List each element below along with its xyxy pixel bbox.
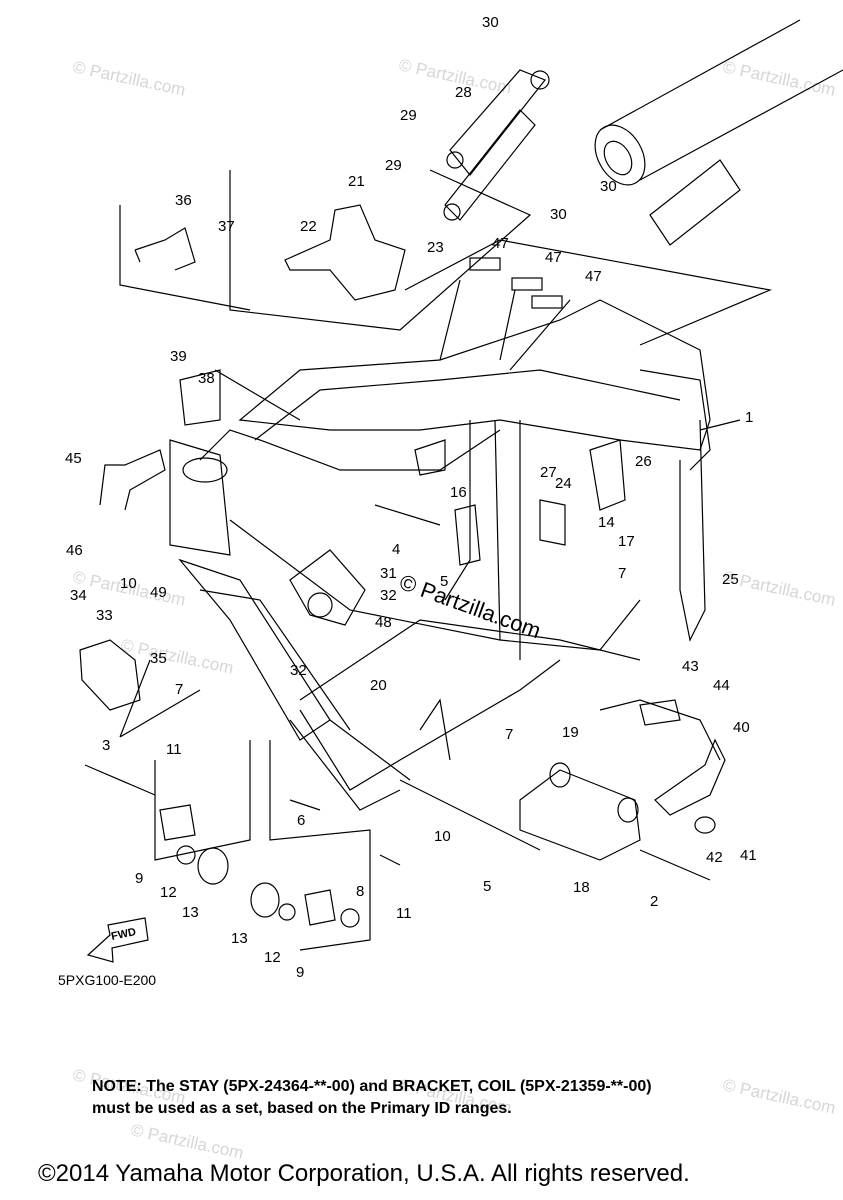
center-watermark: © Partzilla.com [396, 569, 544, 643]
callout-number: 44 [713, 677, 730, 694]
callout-number: 7 [505, 726, 513, 743]
watermark-layer: © Partzilla.com © Partzilla.com © Partzi… [71, 55, 837, 1162]
callout-number: 42 [706, 849, 723, 866]
watermark: © Partzilla.com [71, 57, 187, 99]
callout-number: 25 [722, 571, 739, 588]
callout-number: 3 [102, 737, 110, 754]
fwd-label: FWD [110, 926, 137, 943]
callout-number: 45 [65, 450, 82, 467]
callout-number: 7 [175, 681, 183, 698]
callout-number: 36 [175, 192, 192, 209]
callout-number: 47 [585, 268, 602, 285]
callout-number: 4 [392, 541, 400, 558]
callout-number: 10 [120, 575, 137, 592]
callout-number: 1 [745, 409, 753, 426]
parts-note: NOTE: The STAY (5PX-24364-**-00) and BRA… [92, 1076, 812, 1120]
callout-number: 20 [370, 677, 387, 694]
note-line: must be used as a set, based on the Prim… [92, 1100, 512, 1117]
callout-number: 22 [300, 218, 317, 235]
callout-number: 29 [385, 157, 402, 174]
callout-number: 11 [396, 905, 412, 922]
callout-number: 5 [483, 878, 491, 895]
callout-layer: 30 28 29 29 30 30 21 22 23 36 37 47 47 4… [65, 14, 757, 981]
callout-number: 11 [166, 741, 182, 758]
watermark: © Partzilla.com [721, 57, 837, 99]
callout-number: 47 [492, 235, 509, 252]
callout-number: 13 [231, 930, 248, 947]
callout-number: 13 [182, 904, 199, 921]
callout-number: 35 [150, 650, 167, 667]
callout-number: 7 [618, 565, 626, 582]
callout-number: 30 [550, 206, 567, 223]
callout-number: 26 [635, 453, 652, 470]
callout-number: 5 [440, 573, 448, 590]
callout-number: 9 [135, 870, 143, 887]
callout-number: 38 [198, 370, 215, 387]
callout-number: 6 [297, 812, 305, 829]
callout-number: 32 [290, 662, 307, 679]
callout-number: 40 [733, 719, 750, 736]
callout-number: 30 [600, 178, 617, 195]
callout-number: 12 [264, 949, 281, 966]
callout-number: 47 [545, 249, 562, 266]
callout-number: 43 [682, 658, 699, 675]
callout-number: 27 [540, 464, 557, 481]
callout-number: 32 [380, 587, 397, 604]
callout-number: 30 [482, 14, 499, 31]
callout-number: 48 [375, 614, 392, 631]
diagram-code: 5PXG100-E200 [58, 972, 157, 988]
callout-number: 12 [160, 884, 177, 901]
callout-number: 10 [434, 828, 451, 845]
callout-number: 2 [650, 893, 658, 910]
callout-number: 49 [150, 584, 167, 601]
callout-number: 19 [562, 724, 579, 741]
note-line: NOTE: The STAY (5PX-24364-**-00) and BRA… [92, 1078, 652, 1095]
callout-number: 39 [170, 348, 187, 365]
callout-number: 34 [70, 587, 87, 604]
callout-number: 14 [598, 514, 615, 531]
callout-number: 31 [380, 565, 397, 582]
callout-number: 28 [455, 84, 472, 101]
callout-number: 29 [400, 107, 417, 124]
callout-number: 18 [573, 879, 590, 896]
callout-number: 24 [555, 475, 572, 492]
copyright-text: ©2014 Yamaha Motor Corporation, U.S.A. A… [38, 1160, 690, 1187]
callout-number: 9 [296, 964, 304, 981]
callout-number: 17 [618, 533, 635, 550]
callout-number: 41 [740, 847, 757, 864]
callout-number: 23 [427, 239, 444, 256]
callout-number: 37 [218, 218, 235, 235]
callout-number: 33 [96, 607, 113, 624]
frame-drawing [79, 19, 843, 963]
callout-number: 21 [348, 173, 365, 190]
callout-number: 8 [356, 883, 364, 900]
callout-number: 16 [450, 484, 467, 501]
watermark: © Partzilla.com [129, 1120, 245, 1162]
callout-number: 46 [66, 542, 83, 559]
